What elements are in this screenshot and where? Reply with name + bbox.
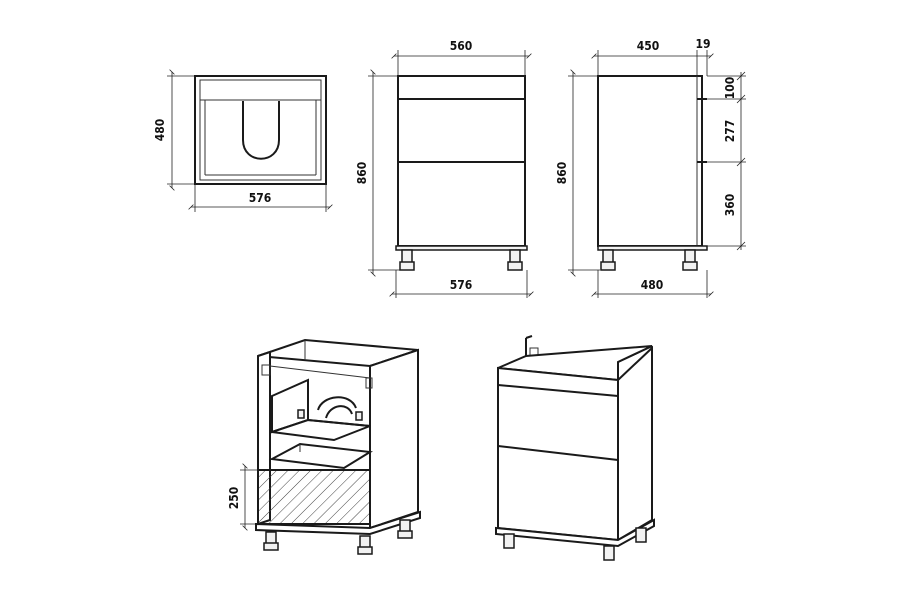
side-body xyxy=(597,75,703,247)
open-basket-front xyxy=(257,469,371,525)
open-right-panel xyxy=(369,348,419,530)
side-top-depth-label: 450 xyxy=(637,39,660,53)
siphon-cutout xyxy=(242,101,280,160)
side-view: 450 19 860 100 277 360 480 xyxy=(555,37,746,298)
top-depth-label: 480 xyxy=(153,119,167,142)
open-lower-drawer-top xyxy=(268,442,373,470)
side-leg-right xyxy=(684,249,696,264)
side-drawer-mid-label: 277 xyxy=(723,120,737,143)
side-drawer-bottom-label: 360 xyxy=(723,194,737,217)
top-width-label: 576 xyxy=(249,191,272,205)
front-view: 560 860 576 xyxy=(355,39,534,298)
side-base-depth-label: 480 xyxy=(641,278,664,292)
side-plinth xyxy=(597,245,708,251)
side-panel-thickness-label: 19 xyxy=(695,37,710,51)
closed-leg-2 xyxy=(603,545,615,561)
iso-open-view: 250 xyxy=(227,338,421,555)
top-view-outline xyxy=(194,75,327,185)
closed-leg-3 xyxy=(635,527,647,543)
side-height-label: 860 xyxy=(555,162,569,185)
front-top-width-label: 560 xyxy=(450,39,473,53)
front-leg-left xyxy=(401,249,413,264)
front-height-label: 860 xyxy=(355,162,369,185)
closed-leg-1 xyxy=(503,533,515,549)
open-leg-1 xyxy=(265,531,277,545)
front-leg-right xyxy=(509,249,521,264)
top-view-inner xyxy=(199,79,322,181)
open-plinth xyxy=(255,510,421,536)
front-plinth xyxy=(395,245,528,251)
open-leg-2 xyxy=(359,535,371,549)
closed-plinth xyxy=(495,518,655,548)
closed-side-panel xyxy=(617,345,653,542)
open-leg-3 xyxy=(399,519,411,533)
front-base-width-label: 576 xyxy=(450,278,473,292)
iso-closed-view xyxy=(495,335,655,561)
side-drawer-top-label: 100 xyxy=(723,77,737,100)
iso-basket-height-label: 250 xyxy=(227,487,241,510)
side-leg-left xyxy=(602,249,614,264)
top-view: 480 576 xyxy=(153,69,333,212)
